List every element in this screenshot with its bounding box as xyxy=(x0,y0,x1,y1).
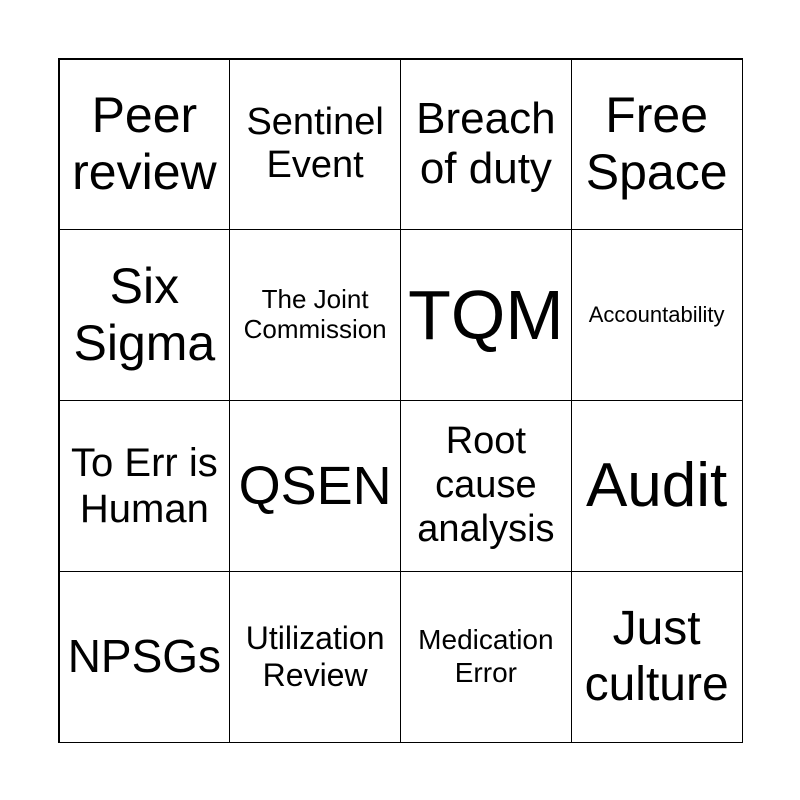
bingo-cell[interactable]: Free Space xyxy=(570,58,743,231)
bingo-cell[interactable]: Accountability xyxy=(570,229,743,401)
bingo-cell[interactable]: The Joint Commission xyxy=(229,229,401,401)
bingo-cell[interactable]: Audit xyxy=(570,400,743,572)
bingo-cell[interactable]: Just culture xyxy=(570,570,743,743)
bingo-cell-label: The Joint Commission xyxy=(243,284,387,345)
bingo-cell-label: Audit xyxy=(585,451,728,521)
bingo-cell-label: To Err is Human xyxy=(71,440,218,531)
bingo-cell-label: Sentinel Event xyxy=(246,100,384,187)
bingo-card: Peer review Sentinel Event Breach of duty F… xyxy=(58,58,743,743)
bingo-cell-label: TQM xyxy=(408,275,564,354)
bingo-cell-label: Accountability xyxy=(588,302,725,328)
bingo-cell[interactable]: Root cause analysis xyxy=(400,400,572,572)
bingo-cell-label: Free Space xyxy=(585,86,728,201)
bingo-cell[interactable]: Breach of duty xyxy=(400,58,572,231)
bingo-cell-label: Utilization Review xyxy=(245,619,385,693)
bingo-cell-label: Peer review xyxy=(72,86,217,201)
bingo-cell-label: Root cause analysis xyxy=(417,420,555,550)
bingo-cell-label: QSEN xyxy=(238,455,392,516)
bingo-cell[interactable]: Six Sigma xyxy=(58,229,231,401)
bingo-cell-label: Breach of duty xyxy=(416,93,556,194)
bingo-cell-label: Just culture xyxy=(584,602,729,711)
bingo-cell[interactable]: Peer review xyxy=(58,58,231,231)
bingo-cell-label: Six Sigma xyxy=(73,257,216,372)
bingo-cell[interactable]: Utilization Review xyxy=(229,570,401,743)
bingo-cell[interactable]: TQM xyxy=(400,229,572,401)
bingo-cell-label: Medication Error xyxy=(418,624,554,688)
bingo-cell[interactable]: Medication Error xyxy=(400,570,572,743)
bingo-cell[interactable]: NPSGs xyxy=(58,570,231,743)
bingo-cell[interactable]: QSEN xyxy=(229,400,401,572)
bingo-cell[interactable]: To Err is Human xyxy=(58,400,231,572)
bingo-cell[interactable]: Sentinel Event xyxy=(229,58,401,231)
bingo-cell-label: NPSGs xyxy=(67,630,222,683)
